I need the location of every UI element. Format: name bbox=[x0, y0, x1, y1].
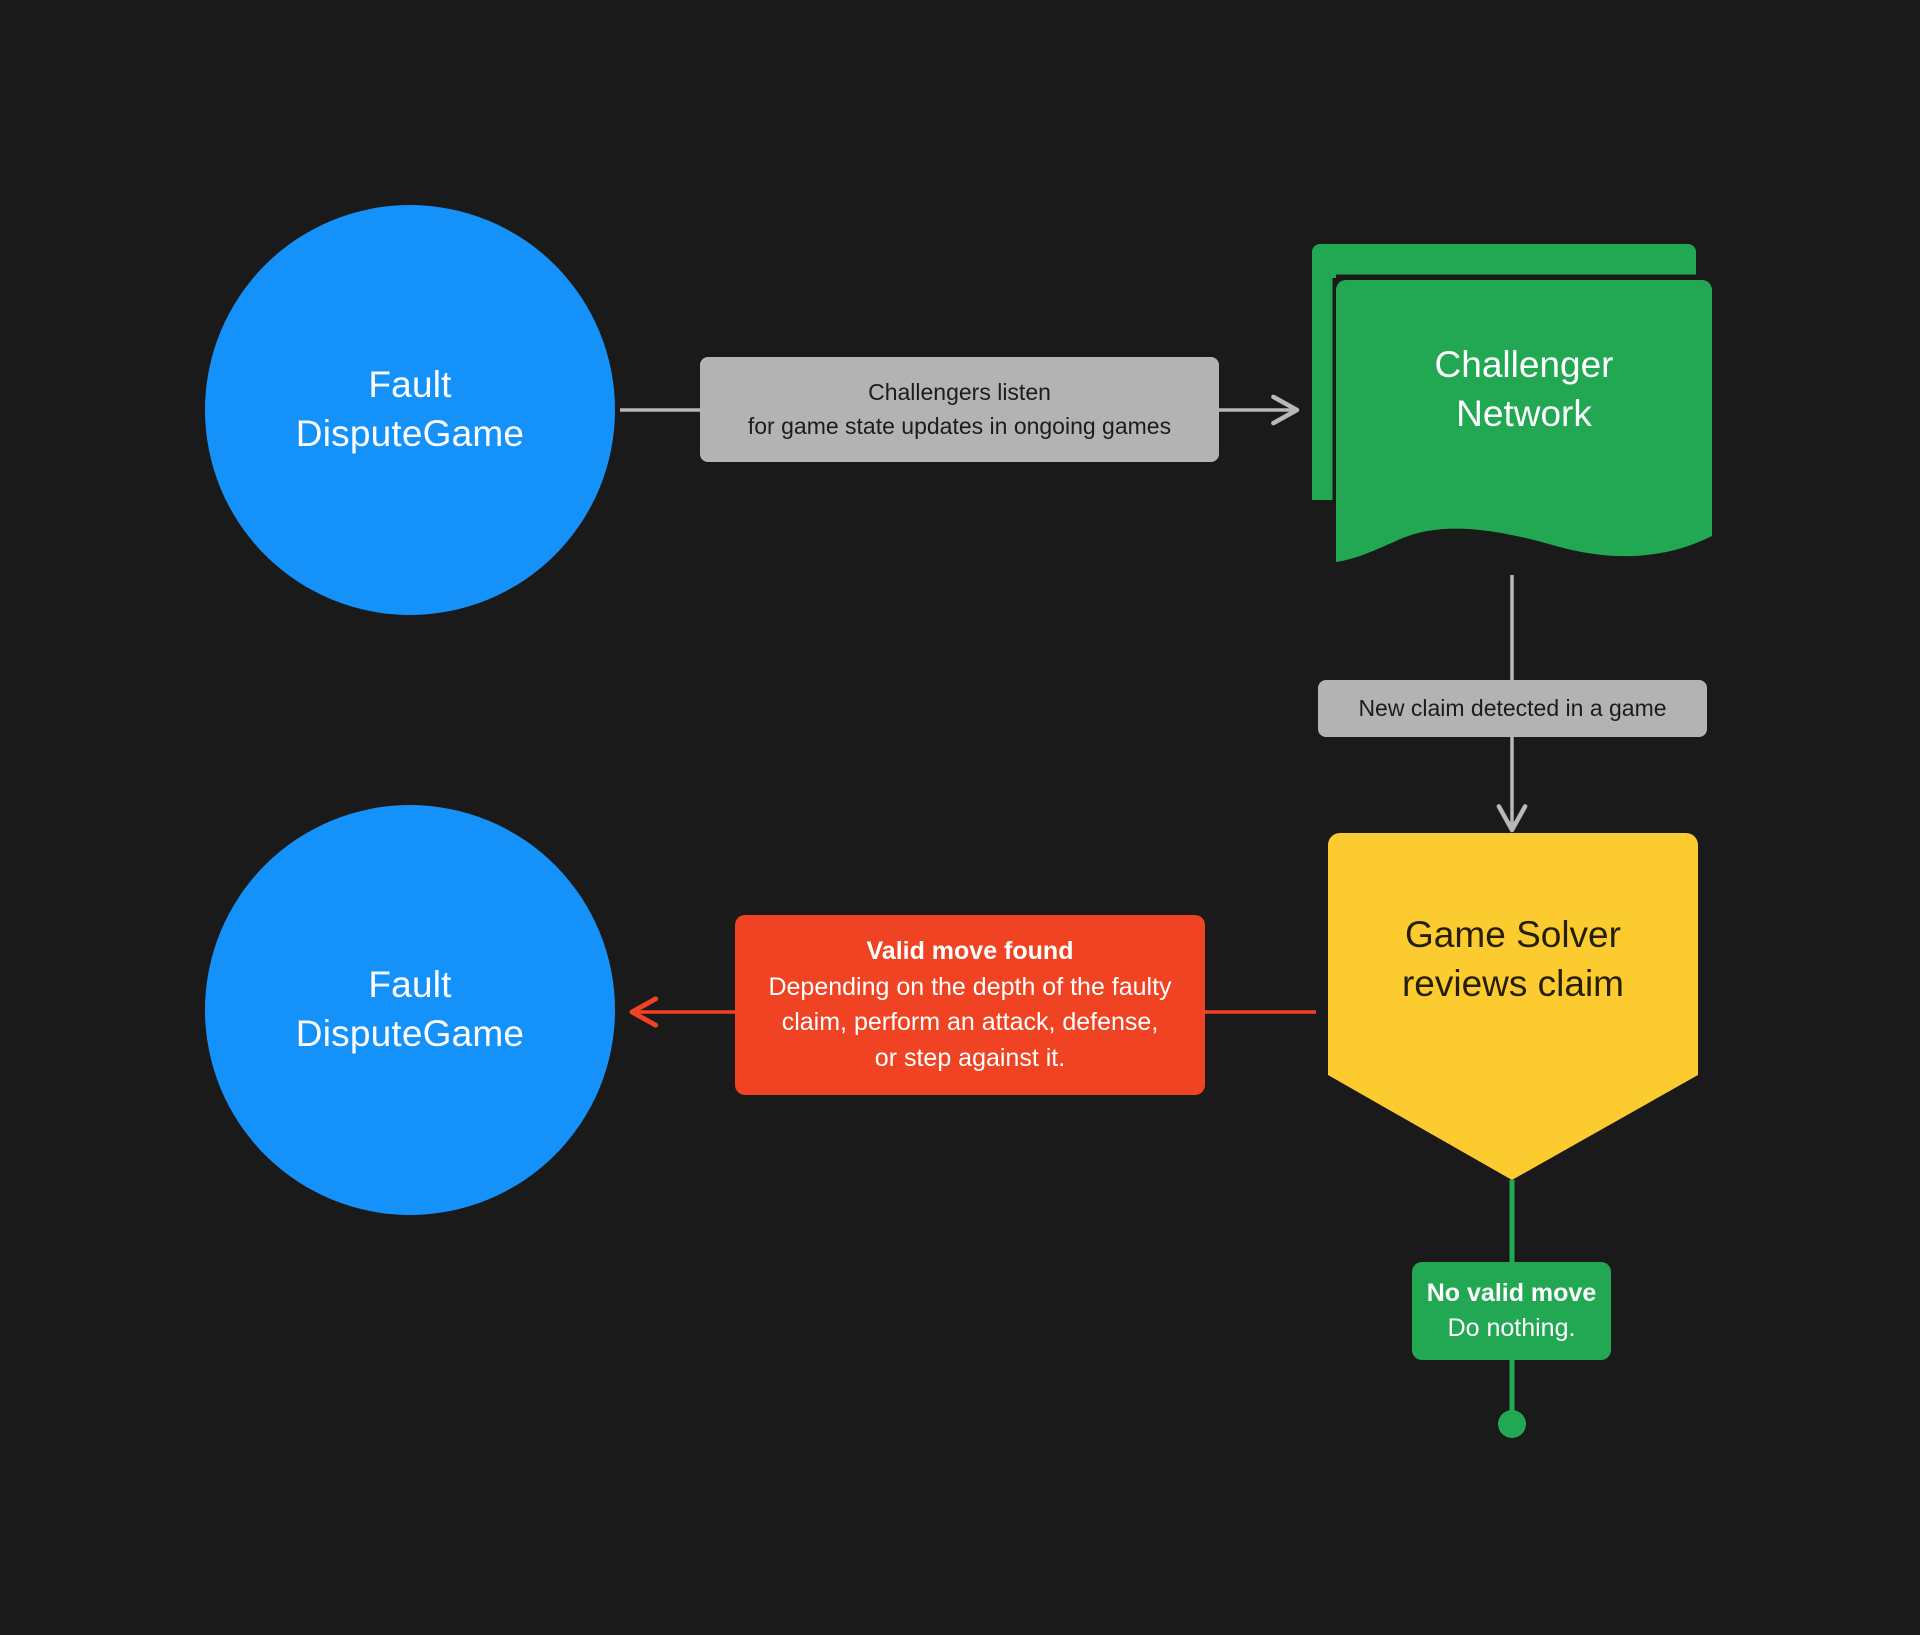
edge-label-line1: Do nothing. bbox=[1447, 1314, 1576, 1342]
edge-label-new-claim: New claim detected in a game bbox=[1318, 680, 1707, 737]
fault-dispute-game-bottom-shape[interactable] bbox=[205, 805, 615, 1215]
game-solver-shape[interactable] bbox=[1328, 833, 1698, 1180]
edge-label-challengers-listen: Challengers listen for game state update… bbox=[700, 357, 1219, 462]
edge-label-valid-move: Valid move found Depending on the depth … bbox=[735, 915, 1205, 1095]
edge-label-line2: claim, perform an attack, defense, bbox=[781, 1008, 1159, 1036]
flow-terminator-node bbox=[1498, 1410, 1526, 1438]
edge-label-line1: Challengers listen bbox=[868, 379, 1051, 406]
edge-label-line1: New claim detected in a game bbox=[1358, 694, 1667, 721]
challenger-network-front-sheet[interactable] bbox=[1336, 280, 1712, 562]
edge-label-line2: for game state updates in ongoing games bbox=[747, 412, 1172, 439]
edge-label-no-valid-move: No valid move Do nothing. bbox=[1412, 1262, 1611, 1360]
edge-label-title: Valid move found bbox=[866, 937, 1074, 965]
fault-dispute-game-top-shape[interactable] bbox=[205, 205, 615, 615]
edge-label-title: No valid move bbox=[1426, 1278, 1597, 1307]
edge-label-line1: Depending on the depth of the faulty bbox=[768, 972, 1172, 1001]
edge-label-line3: or step against it. bbox=[874, 1043, 1066, 1072]
